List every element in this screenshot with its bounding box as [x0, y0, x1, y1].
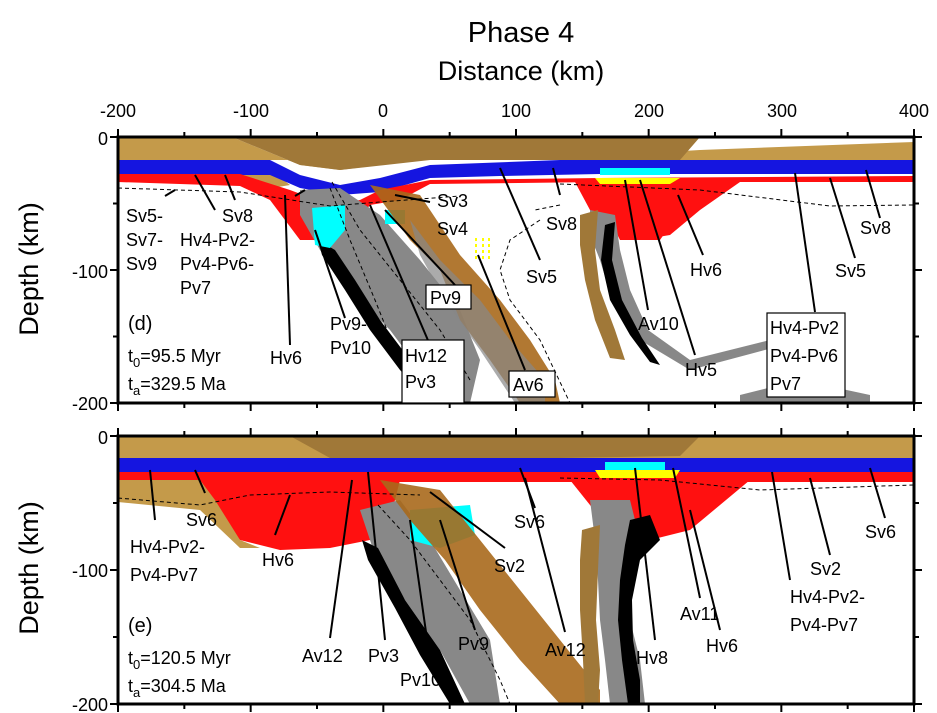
slab-right-gray [590, 210, 810, 370]
label-hv4-pv7-box: Hv4-Pv2 Pv4-Pv6 Pv7 [770, 318, 844, 394]
label-pv9-box: Pv9 [430, 288, 461, 308]
time-t0-d: t0=95.5 Myr [128, 346, 221, 370]
box-hv4-pv7 [766, 312, 846, 398]
slab-right-black [601, 222, 660, 365]
label-pv9: Pv9 [458, 634, 489, 654]
y-tick-label: -100 [72, 561, 108, 581]
x-tick-label: 0 [378, 101, 388, 121]
box-pv9 [425, 284, 472, 310]
leader-lines-e [149, 467, 886, 661]
label-sv6-mid: Sv6 [514, 512, 545, 532]
label-hv6-right: Hv6 [690, 260, 722, 280]
label-sv8-left: Sv8 [222, 206, 253, 226]
y-tick-label: 0 [98, 428, 108, 448]
y-tick-label: 0 [98, 129, 108, 149]
label-pv9-pv10: Pv9- Pv10 [330, 314, 372, 358]
sediment-basin [232, 137, 700, 170]
label-av12-left: Av12 [302, 646, 343, 666]
yellow-melt [595, 470, 680, 478]
label-hv4-pv7: Hv4-Pv2- Pv4-Pv6- Pv7 [180, 230, 260, 298]
label-hv12-pv3: Hv12 Pv3 [405, 346, 452, 392]
y-axis-label-d: Depth (km) [14, 202, 44, 336]
slab-right-black [618, 515, 660, 704]
crust-blue-band [118, 458, 914, 472]
x-axis-label: Distance (km) [438, 56, 605, 86]
cyan-melt-top [600, 168, 670, 175]
panel-e: 0 -100 -200 Hv4-Pv2- Pv4-Pv7 Sv6 [72, 428, 916, 713]
y-tick-label: -200 [72, 695, 108, 713]
label-av6-box: Av6 [513, 375, 544, 395]
label-pv10: Pv10 [400, 670, 441, 690]
label-sv2-mid: Sv2 [494, 556, 525, 576]
time-ta-e: ta=304.5 Ma [128, 676, 227, 700]
y-tick-label: -100 [72, 262, 108, 282]
label-av12-mid: Av12 [545, 640, 586, 660]
box-av6 [508, 370, 556, 398]
label-hv6-left: Hv6 [270, 348, 302, 368]
label-av10: Av10 [638, 314, 679, 334]
label-hv6-right: Hv6 [706, 636, 738, 656]
box-hv12-pv3 [401, 339, 465, 404]
dashed-slab-boundary [377, 504, 511, 704]
label-sv8-right: Sv8 [860, 218, 891, 238]
label-hv4-pv7-right: Hv4-Pv2- Pv4-Pv7 [790, 587, 870, 635]
yellow-melt [595, 178, 680, 184]
label-sv3-sv4: Sv3 Sv4 [437, 191, 473, 239]
x-tick-label: 300 [767, 101, 797, 121]
time-t0-e: t0=120.5 Myr [128, 648, 231, 672]
dashed-isotherm [118, 477, 914, 506]
label-sv8-mid: Sv8 [546, 214, 577, 234]
slab-gray [360, 500, 500, 704]
x-tick-label: -200 [100, 101, 136, 121]
panel-tag-e: (e) [128, 615, 152, 637]
label-av11: Av11 [680, 604, 719, 624]
scatter-middle [380, 480, 600, 704]
slab-right-brown [580, 210, 625, 360]
label-hv8: Hv8 [636, 648, 668, 668]
dashed-isotherm [118, 183, 914, 207]
crust-red-band [118, 472, 914, 482]
label-hv4-pv7-left: Hv4-Pv2- Pv4-Pv7 [130, 537, 210, 585]
cyan-melt-top [605, 462, 665, 470]
time-ta-d: ta=329.5 Ma [128, 374, 227, 398]
x-tick-label: 200 [634, 101, 664, 121]
label-hv5: Hv5 [685, 360, 717, 380]
label-sv6-right: Sv6 [865, 522, 896, 542]
x-tick-labels: -200 -100 0 100 200 300 400 [100, 101, 929, 121]
y-axis-label-e: Depth (km) [14, 501, 44, 635]
scatter-middle-gray [410, 220, 545, 403]
x-tick-label: 100 [501, 101, 531, 121]
panel-d: 0 -100 -200 Sv5- Sv7- [72, 129, 916, 414]
label-sv6-left: Sv6 [186, 510, 217, 530]
label-pv3: Pv3 [368, 646, 399, 666]
label-hv6-left: Hv6 [262, 550, 294, 570]
label-sv5-mid: Sv5 [526, 267, 557, 287]
crust-blue-band [118, 160, 914, 195]
figure-title: Phase 4 [468, 17, 574, 49]
leader-lines-d [164, 167, 881, 371]
slab-cyan-melt [312, 205, 345, 248]
slab-black [362, 540, 465, 704]
dashed-slab-boundary [329, 181, 571, 403]
slab-right-brown [580, 525, 600, 704]
sediment-basin [290, 436, 700, 458]
yellow-dashes [475, 238, 490, 262]
axis-ticks [110, 129, 922, 712]
x-tick-label: -100 [233, 101, 269, 121]
panel-tag-d: (d) [128, 313, 152, 335]
x-tick-label: 400 [899, 101, 929, 121]
y-tick-label: -200 [72, 394, 108, 414]
label-sv5-sv7-sv9: Sv5- Sv7- Sv9 [126, 206, 168, 274]
label-sv2-right: Sv2 [810, 559, 841, 579]
label-sv5-right: Sv5 [835, 261, 866, 281]
